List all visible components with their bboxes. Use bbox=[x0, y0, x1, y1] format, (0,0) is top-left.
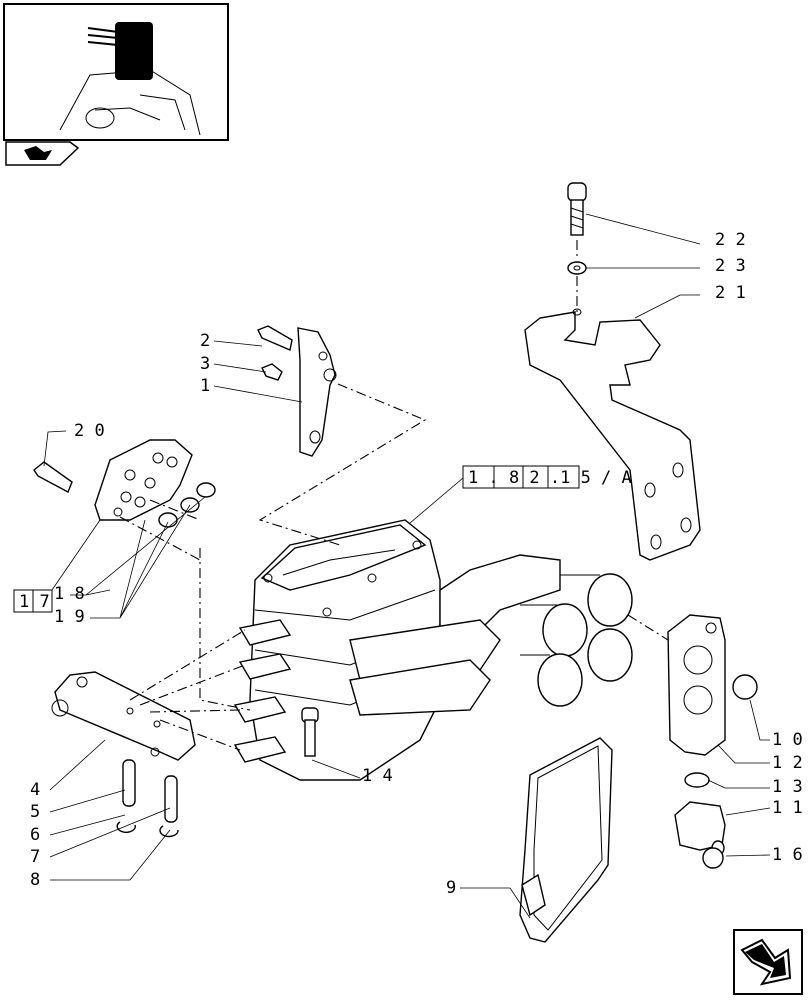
leader-lines bbox=[43, 213, 771, 919]
callout-4: 4 bbox=[30, 780, 40, 800]
callout-9: 9 bbox=[446, 878, 456, 898]
reference-box-label: 1 . 8 2 .1 5 / A bbox=[468, 468, 632, 488]
bracket-washer bbox=[567, 261, 587, 275]
callout-11: 1 1 bbox=[772, 798, 803, 818]
callout-20: 2 0 bbox=[74, 421, 105, 441]
callout-2: 2 bbox=[200, 331, 210, 351]
pin-long bbox=[164, 775, 178, 823]
callout-5: 5 bbox=[30, 802, 40, 822]
next-page-arrow-icon bbox=[740, 938, 792, 986]
lever-plate bbox=[297, 327, 337, 457]
linkage-bar bbox=[51, 671, 196, 761]
callout-18: 1 8 bbox=[54, 584, 85, 604]
bracket-bolt bbox=[567, 182, 587, 236]
callout-17: 1 7 bbox=[13, 589, 53, 613]
callout-14: 1 4 bbox=[362, 766, 393, 786]
pin-short bbox=[122, 759, 136, 807]
lever-screw-long bbox=[257, 325, 293, 351]
gasket-seal bbox=[519, 737, 613, 943]
support-bracket bbox=[524, 308, 701, 561]
location-thumbnail[interactable] bbox=[3, 3, 229, 166]
callout-10: 1 0 bbox=[772, 730, 803, 750]
callout-1: 1 bbox=[200, 376, 210, 396]
callout-labels: 2 2 2 3 2 1 2 3 1 2 0 1 7 1 8 1 9 4 5 6 … bbox=[13, 230, 803, 898]
callout-3: 3 bbox=[200, 354, 210, 374]
callout-19: 1 9 bbox=[54, 607, 85, 627]
cover-flange bbox=[94, 439, 193, 521]
callout-23: 2 3 bbox=[715, 256, 746, 276]
callout-12: 1 2 bbox=[772, 753, 803, 773]
callout-16: 1 6 bbox=[772, 845, 803, 865]
valve-fitting-bolt bbox=[301, 707, 319, 757]
thumbnail-nav-icon[interactable] bbox=[24, 146, 52, 160]
end-cap bbox=[702, 847, 724, 869]
callout-13: 1 3 bbox=[772, 777, 803, 797]
callout-6: 6 bbox=[30, 825, 40, 845]
callout-8: 8 bbox=[30, 870, 40, 890]
spool-ends bbox=[233, 619, 292, 763]
retaining-clip-1 bbox=[116, 821, 136, 834]
seal-ring bbox=[684, 772, 710, 788]
assembly-dash-lines bbox=[119, 383, 669, 751]
callout-21: 2 1 bbox=[715, 283, 746, 303]
coupler-block bbox=[667, 614, 726, 756]
end-coupler bbox=[674, 801, 726, 856]
lever-screw-short bbox=[261, 363, 283, 381]
svg-text:1 7: 1 7 bbox=[19, 592, 50, 612]
callout-7: 7 bbox=[30, 847, 40, 867]
next-page-nav[interactable] bbox=[733, 929, 803, 995]
flange-bolt bbox=[33, 461, 73, 493]
quick-couplers bbox=[520, 573, 633, 707]
control-valve-assembly bbox=[233, 519, 633, 781]
tractor-thumbnail-sketch bbox=[59, 22, 201, 136]
callout-22: 2 2 bbox=[715, 230, 746, 250]
dust-cap bbox=[732, 674, 758, 700]
reference-box[interactable]: 1 . 8 2 .1 5 / A bbox=[389, 465, 632, 541]
